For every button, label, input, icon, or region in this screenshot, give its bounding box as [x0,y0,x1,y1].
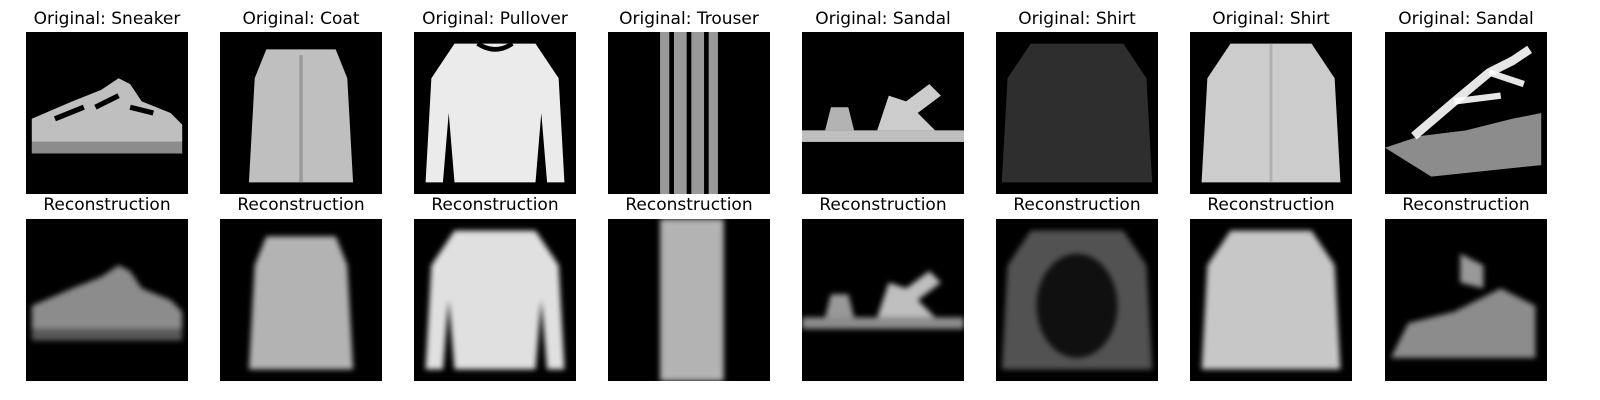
panel-title: Original: Trouser [619,9,759,29]
reconstruction-image-sneaker [26,219,188,381]
panel-title: Reconstruction [819,195,947,215]
panel-title: Reconstruction [1013,195,1141,215]
original-image-shirt [996,32,1158,194]
panel-title: Original: Sneaker [33,9,181,29]
original-image-pullover [414,32,576,194]
original-image-coat [220,32,382,194]
original-image-shirt [1190,32,1352,194]
panel-title: Original: Coat [242,9,360,29]
panel-title: Reconstruction [431,195,559,215]
panel-title: Original: Pullover [422,9,568,29]
panel-title: Reconstruction [1402,195,1530,215]
panel-title: Original: Sandal [1398,9,1534,29]
reconstruction-image-coat [220,219,382,381]
panel-title: Reconstruction [625,195,753,215]
panel-title: Reconstruction [237,195,365,215]
original-image-sandal [802,32,964,194]
original-image-trouser [608,32,770,194]
original-image-sneaker [26,32,188,194]
reconstruction-image-shirt [996,219,1158,381]
reconstruction-image-sandal [802,219,964,381]
panel-title: Reconstruction [1207,195,1335,215]
panel-title: Original: Shirt [1212,9,1330,29]
reconstruction-image-pullover [414,219,576,381]
panel-title: Original: Sandal [815,9,951,29]
reconstruction-image-shirt [1190,219,1352,381]
panel-title: Original: Shirt [1018,9,1136,29]
reconstruction-image-sandal [1385,219,1547,381]
reconstruction-image-trouser [608,219,770,381]
original-image-sandal [1385,32,1547,194]
panel-title: Reconstruction [43,195,171,215]
